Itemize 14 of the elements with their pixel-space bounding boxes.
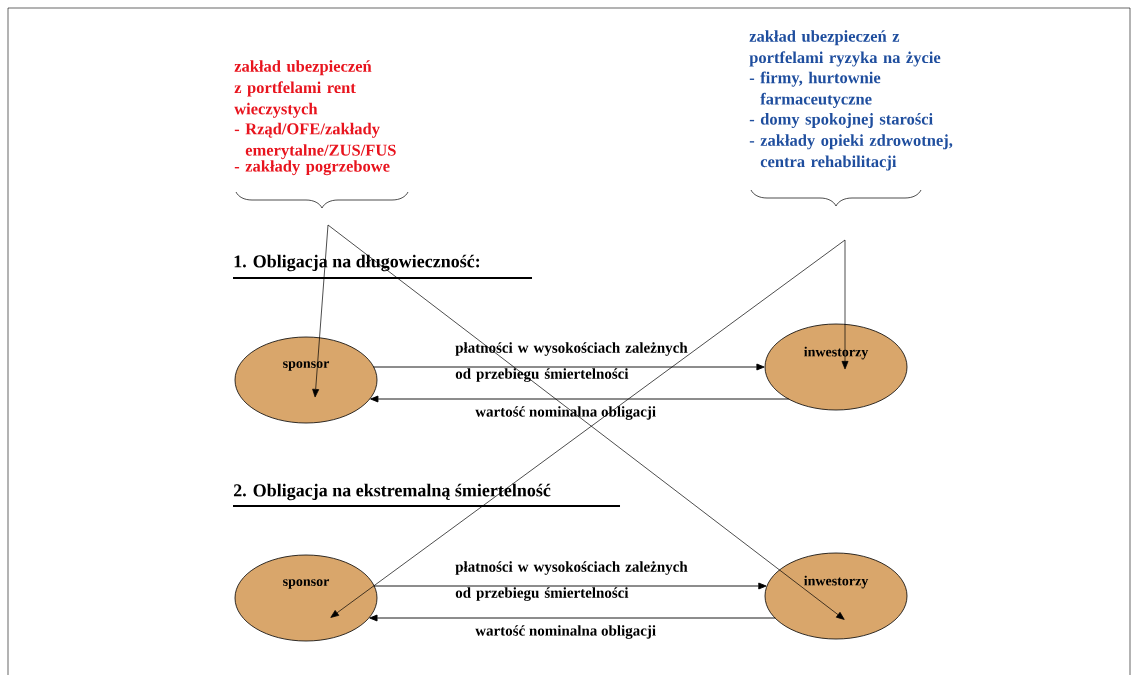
arrow [312, 224, 329, 398]
edge-label: płatności w wysokościach zależnych od przebiegu śmiertelności [455, 561, 688, 601]
arrow [370, 395, 790, 403]
text-block: zakład ubezpieczeń z portfelami rent wieczystych - Rząd/OFE/zakłady emerytalne/ZUS/FUS - zakłady pogrzebowe [234, 60, 409, 209]
arrow [373, 582, 767, 590]
edge-label: wartość nominalna obligacji [475, 406, 656, 420]
arrow [369, 614, 776, 622]
heading: 2. Obligacja na ekstremalną śmiertelność [233, 483, 551, 501]
edge-label: wartość nominalna obligacji [475, 625, 656, 639]
text-block: zakład ubezpieczeń z portfelami ryzyka na życie - firmy, hurtownie farmaceutyczne - domy spokojnej starości - zakłady opieki zdrowotnej, centra rehabilitacji [749, 30, 953, 207]
edge-label: płatności w wysokościach zależnych od przebiegu śmiertelności [455, 342, 688, 382]
heading: 1. Obligacja na długowieczność: [234, 254, 480, 272]
arrow [841, 239, 849, 370]
arrow [372, 363, 765, 371]
